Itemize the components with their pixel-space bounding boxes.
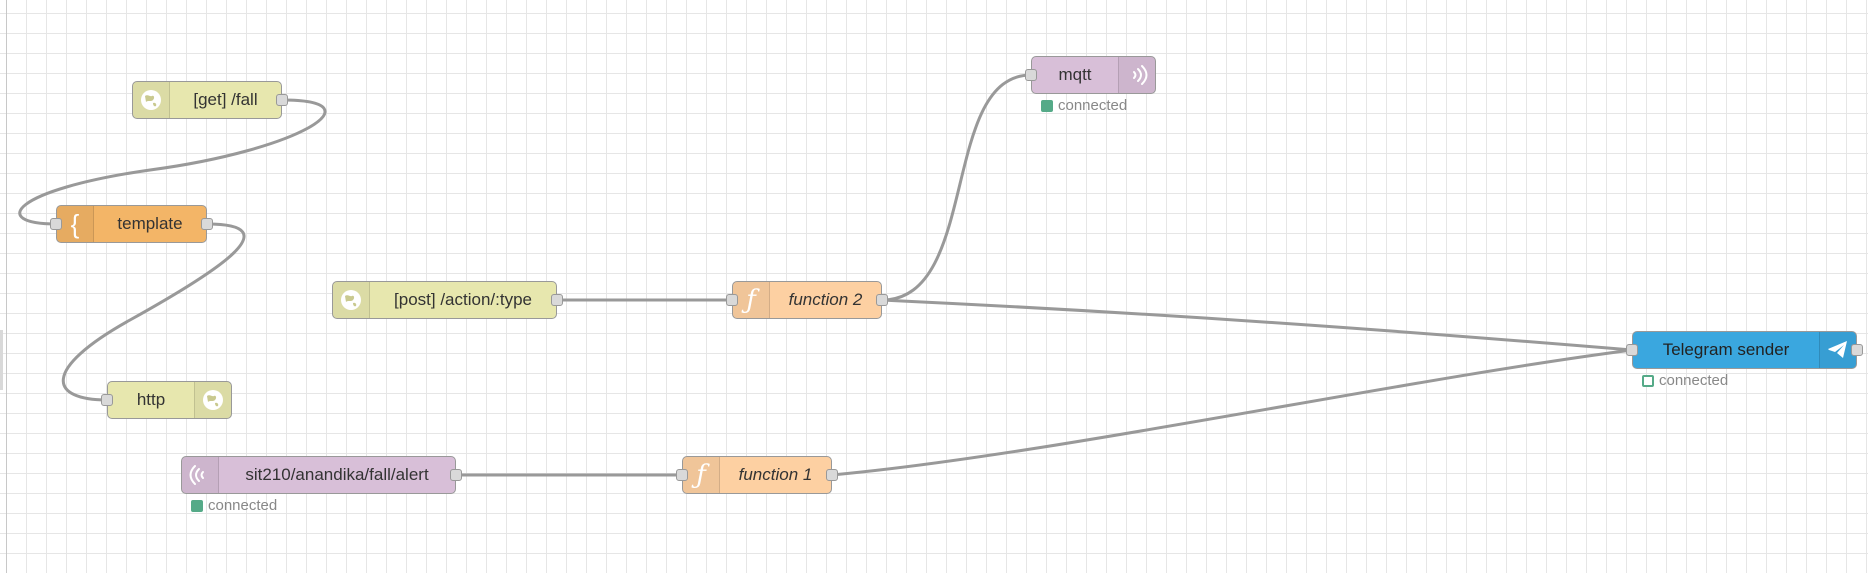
globe-icon bbox=[333, 282, 370, 318]
function-node-1[interactable]: ƒ function 1 bbox=[676, 456, 838, 494]
node-label: sit210/anandika/fall/alert bbox=[245, 465, 429, 484]
mqtt-in-status: connected bbox=[191, 497, 277, 514]
node-label: template bbox=[117, 214, 183, 233]
wire-get-fall-to-template[interactable] bbox=[18, 98, 327, 226]
mqtt-in-node[interactable]: sit210/anandika/fall/alert bbox=[181, 456, 462, 494]
input-port[interactable] bbox=[676, 469, 688, 481]
node-label: [post] /action/:type bbox=[394, 290, 532, 309]
status-dot-icon bbox=[1041, 99, 1053, 112]
output-port[interactable] bbox=[1851, 344, 1863, 356]
mqtt-out-node[interactable]: mqtt bbox=[1025, 56, 1156, 94]
output-port[interactable] bbox=[276, 94, 288, 106]
function-icon: ƒ bbox=[683, 457, 720, 493]
node-label: function 2 bbox=[788, 290, 863, 309]
telegram-sender-node[interactable]: Telegram sender bbox=[1626, 331, 1863, 369]
radio-waves-icon bbox=[1118, 57, 1155, 93]
node-label: mqtt bbox=[1058, 65, 1092, 84]
paper-plane-icon bbox=[1819, 332, 1856, 368]
wire-function2-to-mqtt[interactable] bbox=[881, 73, 1032, 302]
globe-icon bbox=[194, 382, 231, 418]
status-text: connected bbox=[1058, 97, 1128, 114]
mqtt-out-status: connected bbox=[1041, 97, 1127, 114]
node-label: Telegram sender bbox=[1662, 340, 1790, 359]
node-label: http bbox=[136, 390, 166, 409]
input-port[interactable] bbox=[726, 294, 738, 306]
curly-brace-icon: { bbox=[57, 206, 94, 242]
output-port[interactable] bbox=[826, 469, 838, 481]
status-text: connected bbox=[208, 497, 278, 514]
radio-waves-icon bbox=[182, 457, 219, 493]
node-label: [get] /fall bbox=[193, 90, 258, 109]
input-port[interactable] bbox=[1025, 69, 1037, 81]
workspace-scroll-indicator[interactable] bbox=[0, 330, 3, 390]
status-dot-icon bbox=[191, 499, 203, 512]
template-node[interactable]: { template bbox=[50, 205, 213, 243]
input-port[interactable] bbox=[101, 394, 113, 406]
function-icon: ƒ bbox=[733, 282, 770, 318]
output-port[interactable] bbox=[876, 294, 888, 306]
wire-function2-to-telegram[interactable] bbox=[881, 298, 1633, 352]
globe-icon bbox=[133, 82, 170, 118]
telegram-status: connected bbox=[1642, 372, 1728, 389]
output-port[interactable] bbox=[450, 469, 462, 481]
input-port[interactable] bbox=[50, 218, 62, 230]
http-in-node-get-fall[interactable]: [get] /fall bbox=[132, 81, 288, 119]
wire-template-to-http[interactable] bbox=[61, 222, 246, 402]
node-label: function 1 bbox=[738, 465, 813, 484]
input-port[interactable] bbox=[1626, 344, 1638, 356]
function-node-2[interactable]: ƒ function 2 bbox=[726, 281, 888, 319]
output-port[interactable] bbox=[201, 218, 213, 230]
http-response-node[interactable]: http bbox=[101, 381, 232, 419]
http-in-node-post-action[interactable]: [post] /action/:type bbox=[332, 281, 563, 319]
wire-function1-to-telegram[interactable] bbox=[831, 348, 1633, 477]
palette-divider bbox=[6, 0, 7, 573]
status-text: connected bbox=[1659, 372, 1729, 389]
status-ring-icon bbox=[1642, 374, 1654, 387]
output-port[interactable] bbox=[551, 294, 563, 306]
